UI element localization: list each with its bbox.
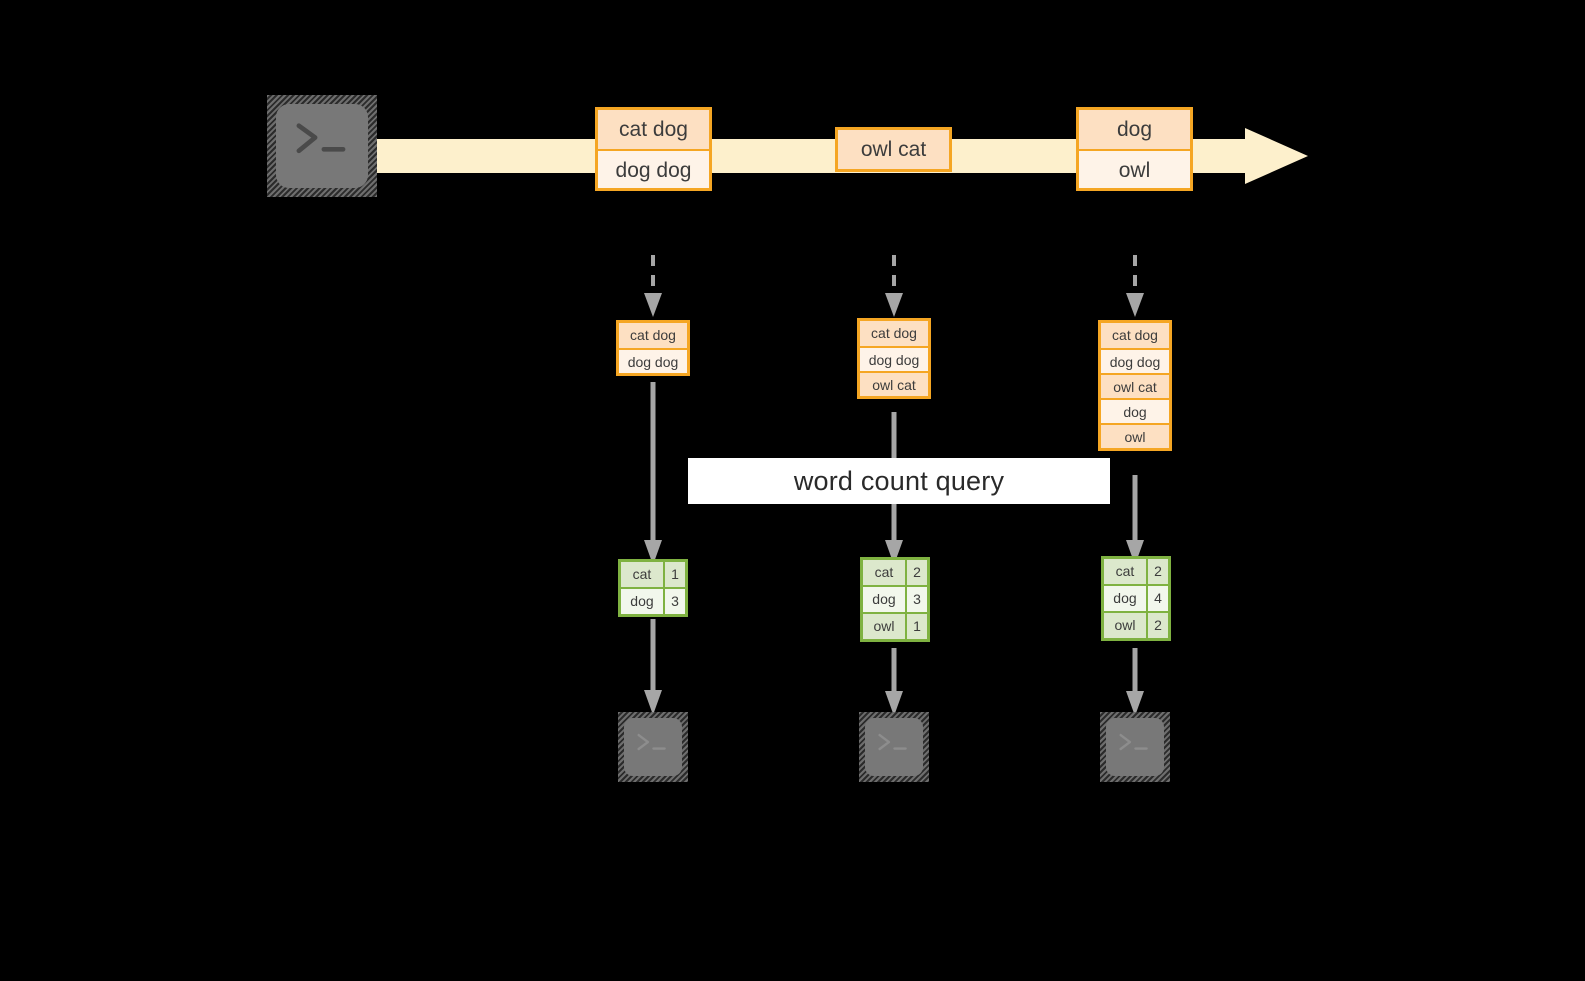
prompt-glyph (634, 728, 671, 757)
accumulated-line: dog (1101, 398, 1169, 423)
accumulated-table-2[interactable]: cat dog dog dog owl cat (857, 318, 931, 399)
result-word: dog (863, 587, 905, 612)
accumulated-line: cat dog (619, 323, 687, 348)
sink-connector-1 (643, 619, 663, 717)
stream-batch-1[interactable]: cat dog dog dog (595, 107, 712, 191)
source-terminal-icon (267, 95, 377, 197)
table-row: cat 2 (863, 560, 927, 585)
accumulated-line: cat dog (860, 321, 928, 346)
sink-terminal-2 (859, 712, 929, 782)
result-count: 2 (1145, 613, 1168, 638)
accumulated-line: owl cat (1101, 373, 1169, 398)
stream-line: dog (1079, 110, 1190, 149)
stream-line: owl cat (838, 130, 949, 169)
terminal-screen (1106, 718, 1164, 776)
prompt-glyph (875, 728, 912, 757)
stream-arrow (340, 128, 1310, 184)
result-table-2[interactable]: cat 2 dog 3 owl 1 (860, 557, 930, 642)
stream-line: owl (1079, 149, 1190, 188)
result-table-3[interactable]: cat 2 dog 4 owl 2 (1101, 556, 1171, 641)
sink-connector-2 (884, 648, 904, 718)
result-count: 3 (904, 587, 927, 612)
terminal-screen (865, 718, 923, 776)
accumulated-line: dog dog (1101, 348, 1169, 373)
result-word: cat (1104, 559, 1146, 584)
stream-batch-2[interactable]: owl cat (835, 127, 952, 172)
dashed-connector-1 (641, 255, 665, 319)
terminal-screen (624, 718, 682, 776)
result-word: cat (863, 560, 905, 585)
query-connector-1 (643, 382, 663, 567)
stream-line: dog dog (598, 149, 709, 188)
accumulated-table-3[interactable]: cat dog dog dog owl cat dog owl (1098, 320, 1172, 451)
table-row: dog 4 (1104, 584, 1168, 611)
result-count: 1 (662, 562, 685, 587)
result-count: 1 (904, 614, 927, 639)
result-word: owl (863, 614, 905, 639)
table-row: owl 2 (1104, 611, 1168, 638)
table-row: cat 2 (1104, 559, 1168, 584)
query-label-band: word count query (688, 458, 1110, 504)
accumulated-line: cat dog (1101, 323, 1169, 348)
accumulated-line: dog dog (619, 348, 687, 373)
prompt-glyph (293, 118, 352, 160)
result-table-1[interactable]: cat 1 dog 3 (618, 559, 688, 617)
terminal-screen (276, 104, 368, 188)
dashed-connector-3 (1123, 255, 1147, 319)
stream-line: cat dog (598, 110, 709, 149)
result-word: owl (1104, 613, 1146, 638)
result-word: dog (621, 589, 663, 614)
sink-terminal-3 (1100, 712, 1170, 782)
accumulated-line: dog dog (860, 346, 928, 371)
result-count: 2 (904, 560, 927, 585)
stream-batch-3[interactable]: dog owl (1076, 107, 1193, 191)
prompt-glyph (1116, 728, 1153, 757)
sink-terminal-1 (618, 712, 688, 782)
table-row: owl 1 (863, 612, 927, 639)
dashed-connector-2 (882, 255, 906, 319)
accumulated-line: owl cat (860, 371, 928, 396)
sink-connector-3 (1125, 648, 1145, 718)
result-count: 3 (662, 589, 685, 614)
query-label: word count query (793, 465, 1005, 496)
query-connector-3 (1125, 475, 1145, 567)
result-count: 4 (1145, 586, 1168, 611)
result-word: dog (1104, 586, 1146, 611)
table-row: cat 1 (621, 562, 685, 587)
accumulated-table-1[interactable]: cat dog dog dog (616, 320, 690, 376)
accumulated-line: owl (1101, 423, 1169, 448)
table-row: dog 3 (621, 587, 685, 614)
result-word: cat (621, 562, 663, 587)
result-count: 2 (1145, 559, 1168, 584)
table-row: dog 3 (863, 585, 927, 612)
